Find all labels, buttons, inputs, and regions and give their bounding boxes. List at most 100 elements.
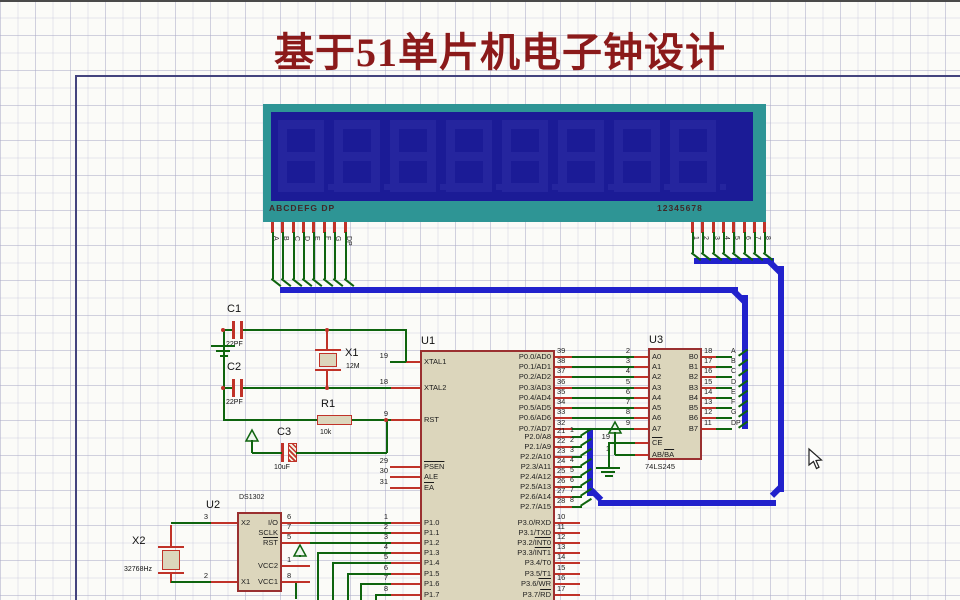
pin-stub <box>210 522 237 524</box>
wire-diagonal <box>731 252 743 261</box>
c1-ref: C1 <box>227 303 242 315</box>
digit-segment <box>558 120 604 129</box>
digit-segment <box>440 184 446 190</box>
pin-name: P1.1 <box>424 528 440 537</box>
pin-number: 1 <box>596 445 610 453</box>
bus-wire-label: E <box>731 389 736 396</box>
wire-label: 4 <box>723 236 730 240</box>
wire <box>716 356 732 358</box>
digit-segment <box>390 120 436 129</box>
pin-stub <box>390 532 420 534</box>
digit-segment <box>390 120 399 160</box>
ground-icon <box>601 471 615 473</box>
r1-body <box>317 415 352 425</box>
wire <box>405 329 407 362</box>
wire-label: B <box>282 236 289 241</box>
pin-stub <box>390 476 420 478</box>
segment-bus-horizontal <box>280 287 738 293</box>
pin-stub <box>390 522 420 524</box>
pin-stub <box>555 417 572 419</box>
display-pin <box>743 222 746 233</box>
pin-number: 18 <box>704 346 713 355</box>
pin-number: 19 <box>601 432 610 441</box>
digit-segment <box>670 183 716 192</box>
digit-segment <box>446 120 455 160</box>
pin-number: 38 <box>557 356 566 365</box>
display-digit <box>614 120 670 192</box>
pin-name: CE <box>652 438 663 447</box>
digit-bus-vertical-left <box>587 430 593 496</box>
wire <box>360 583 391 585</box>
pin-number: 36 <box>557 377 566 386</box>
pin-name: P0.5/AD5 <box>518 403 551 412</box>
digit-bus-horizontal-bottom <box>598 500 776 506</box>
wire <box>310 532 391 534</box>
pin-name: B3 <box>688 383 698 392</box>
wire <box>303 232 305 279</box>
c2-plate-right <box>240 379 243 397</box>
pin-number: 8 <box>287 571 292 580</box>
wire <box>754 232 756 253</box>
pin-name: P1.5 <box>424 569 440 578</box>
pin-stub <box>555 594 580 596</box>
pin-name: X2 <box>241 518 251 527</box>
pin-stub <box>702 387 716 389</box>
pin-number: 1 <box>287 555 292 564</box>
u1-mcu-body <box>420 350 555 600</box>
x2-ref: X2 <box>132 535 146 547</box>
digit-segment <box>502 120 548 129</box>
pin-stub <box>555 387 572 389</box>
display-pin <box>732 222 735 233</box>
digit-segment <box>278 183 324 192</box>
wire <box>171 522 211 524</box>
digit-segment <box>496 184 502 190</box>
wire <box>572 476 582 478</box>
x1-ref: X1 <box>345 347 359 359</box>
wire <box>716 407 732 409</box>
digit-segment <box>334 183 380 192</box>
pin-stub <box>555 476 572 478</box>
pin-stub <box>282 581 310 583</box>
pin-number: 24 <box>557 456 566 465</box>
pin-stub <box>555 522 580 524</box>
wire <box>716 417 732 419</box>
pin-name: P2.0/A8 <box>524 432 551 441</box>
pin-number: 3 <box>625 356 630 365</box>
sheet-border-top <box>75 75 960 77</box>
wire <box>615 454 635 456</box>
pin-number: 7 <box>625 397 630 406</box>
pin-name: EA <box>424 483 435 492</box>
pin-name: P0.0/AD0 <box>518 352 551 361</box>
wire <box>310 542 391 544</box>
pin-name: A0 <box>652 352 662 361</box>
display-digit <box>558 120 614 192</box>
wire <box>572 506 582 508</box>
wire-diagonal <box>738 348 749 357</box>
display-pin <box>271 222 274 233</box>
display-digit <box>390 120 446 192</box>
pin-name: I/O <box>267 518 278 527</box>
pin-number: 9 <box>383 409 388 418</box>
wire <box>716 376 732 378</box>
pin-stub <box>702 407 716 409</box>
wire <box>572 356 634 358</box>
pin-name: P2.3/A11 <box>520 462 551 471</box>
wire <box>713 232 715 253</box>
x2-pin-bottom <box>170 574 172 583</box>
pin-name: P1.4 <box>424 558 440 567</box>
pin-name: P0.3/AD3 <box>518 383 551 392</box>
c3-value: 10uF <box>274 464 290 471</box>
pin-stub <box>555 456 572 458</box>
digit-bus-vertical-right <box>778 266 784 492</box>
wire <box>375 594 391 596</box>
digit-segment <box>614 120 660 129</box>
u2-part-label: DS1302 <box>239 494 265 501</box>
pin-number: 16 <box>704 366 713 375</box>
wire-diagonal <box>738 379 749 388</box>
wire-label: D <box>303 236 310 242</box>
digit-segment <box>707 152 716 192</box>
digit-segment <box>502 183 548 192</box>
pin-name: B6 <box>688 413 698 422</box>
wire <box>572 387 634 389</box>
wire <box>614 432 616 455</box>
